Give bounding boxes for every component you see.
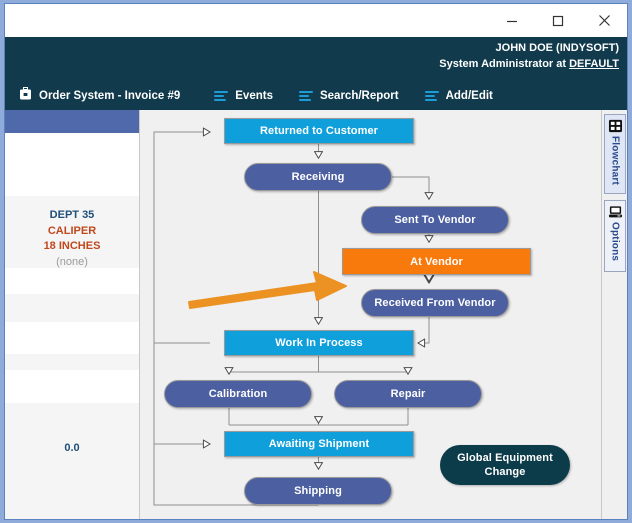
node-label: Repair [390,388,426,400]
right-tab-rail: Flowchart Options [601,110,627,519]
tab-options-label: Options [609,222,621,262]
minimize-icon [506,15,518,27]
sidebar-band [5,370,139,403]
menu-item-order-system[interactable]: Order System - Invoice #9 [19,81,180,110]
node-label: Sent To Vendor [394,214,476,226]
sidebar-band [5,403,139,519]
user-role: System Administrator at DEFAULT [439,56,619,72]
node-label: At Vendor [410,255,463,268]
flowchart-connectors [153,110,601,506]
equipment-value: 0.0 [64,442,80,454]
node-shipping[interactable]: Shipping [244,477,392,505]
menu-item-search-report-label: Search/Report [319,89,399,102]
menu-item-events-label: Events [235,89,273,102]
node-awaiting-shipment[interactable]: Awaiting Shipment [224,431,414,457]
annotation-arrow-icon [188,271,347,309]
equipment-type: CALIPER [47,224,97,237]
minimize-button[interactable] [489,4,535,37]
sidebar-band [5,322,139,354]
menu-item-add-edit-label: Add/Edit [445,89,493,102]
tab-flowchart-label: Flowchart [609,136,621,186]
left-sidebar: DEPT 35 CALIPER 18 INCHES (none) 0.0 [5,110,139,519]
maximize-button[interactable] [535,4,581,37]
department-link[interactable]: DEFAULT [569,58,619,70]
node-work-in-process[interactable]: Work In Process [224,330,414,356]
monitor-icon [608,206,622,218]
menu-strip: Order System - Invoice #9 Events Search/… [5,81,627,110]
close-button[interactable] [581,4,627,37]
node-label: Receiving [291,171,345,183]
equipment-info-block: DEPT 35 CALIPER 18 INCHES (none) [5,208,139,270]
node-calibration[interactable]: Calibration [164,380,312,408]
list-lines-icon [424,90,439,102]
global-equipment-change-button[interactable]: Global Equipment Change [440,445,570,485]
window-inner: JOHN DOE (INDYSOFT) System Administrator… [4,3,628,520]
user-info-block: JOHN DOE (INDYSOFT) System Administrator… [439,40,619,72]
node-sent-to-vendor[interactable]: Sent To Vendor [361,206,509,234]
node-label: Received From Vendor [374,297,496,309]
app-header: JOHN DOE (INDYSOFT) System Administrator… [5,37,627,110]
node-at-vendor[interactable]: At Vendor [342,248,531,275]
sidebar-band [5,133,139,196]
sidebar-band [5,268,139,294]
node-label: Shipping [294,485,342,497]
node-received-from-vendor[interactable]: Received From Vendor [361,289,509,317]
node-receiving[interactable]: Receiving [244,163,392,191]
tab-options[interactable]: Options [604,200,626,272]
equipment-note: (none) [56,255,88,268]
equipment-department: DEPT 35 [49,209,95,221]
menu-item-add-edit[interactable]: Add/Edit [424,81,493,110]
node-label: Work In Process [275,337,363,349]
tab-flowchart[interactable]: Flowchart [604,114,626,194]
menu-item-events[interactable]: Events [214,81,273,110]
briefcase-icon [19,87,32,104]
node-returned-to-customer[interactable]: Returned to Customer [224,118,414,144]
equipment-size: 18 INCHES [43,240,101,252]
node-label: Returned to Customer [259,125,379,137]
node-label: Calibration [208,388,268,400]
user-role-text: System Administrator at [439,58,570,70]
list-lines-icon [214,90,229,102]
global-equipment-change-label: Global Equipment Change [457,452,553,478]
maximize-icon [552,15,564,27]
sidebar-band [5,354,139,370]
user-name: JOHN DOE (INDYSOFT) [495,42,619,54]
node-repair[interactable]: Repair [334,380,482,408]
list-lines-icon [298,90,313,102]
node-label: Awaiting Shipment [268,438,370,450]
sitemap-icon [608,119,622,133]
flowchart-canvas[interactable]: Returned to Customer Receiving Sent To V… [139,110,602,519]
sidebar-header-bar [5,110,139,133]
sidebar-band [5,196,139,268]
sidebar-band [5,294,139,322]
menu-item-order-system-label: Order System - Invoice #9 [39,89,181,102]
close-icon [598,14,611,27]
menu-item-search-report[interactable]: Search/Report [298,81,399,110]
title-bar [5,4,627,37]
